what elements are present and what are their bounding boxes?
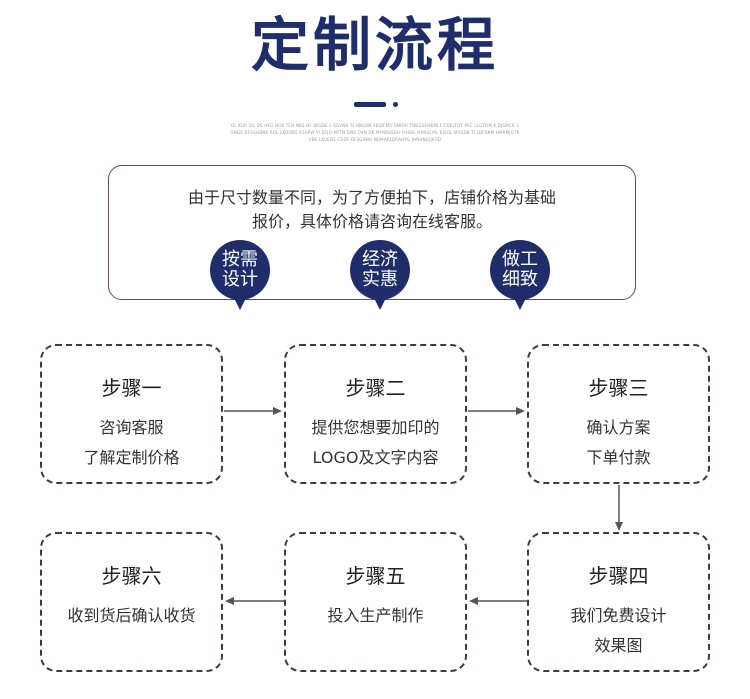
- step-desc-1: 收到货后确认收货: [67, 606, 196, 625]
- badge-fine-workmanship: 做工 细致: [490, 240, 550, 314]
- arrowhead-icon: [615, 522, 623, 531]
- step-desc-1: 投入生产制作: [327, 606, 424, 625]
- step-4-card: 步骤四 我们免费设计 效果图: [527, 532, 710, 672]
- step-desc-2: 了解定制价格: [83, 448, 180, 467]
- step-2-card: 步骤二 提供您想要加印的 LOGO及文字内容: [284, 344, 467, 484]
- badge-text-1: 按需: [222, 249, 258, 270]
- step-title: 步骤六: [101, 564, 162, 588]
- step-title: 步骤二: [345, 376, 406, 400]
- badge-text-2: 设计: [222, 269, 258, 290]
- arrowhead-icon: [469, 597, 478, 605]
- step-5-card: 步骤五 投入生产制作: [284, 532, 467, 672]
- step-desc-2: LOGO及文字内容: [312, 448, 439, 467]
- badge-design-on-demand: 按需 设计: [210, 240, 270, 314]
- step-6-card: 步骤六 收到货后确认收货: [40, 532, 223, 672]
- badge-circle: [490, 240, 550, 300]
- step-3-card: 步骤三 确认方案 下单付款: [527, 344, 710, 484]
- notice-line-2: 报价，具体价格请咨询在线客服。: [251, 212, 492, 231]
- step-desc-1: 确认方案: [586, 418, 651, 437]
- arrowhead-icon: [516, 407, 525, 415]
- page-subtitle: OL KOR SIL DS HKG HOK TCH NKS DF BKSDE L…: [230, 123, 520, 142]
- step-desc-2: 下单付款: [586, 448, 651, 467]
- step-title: 步骤五: [345, 564, 406, 588]
- badge-text-2: 细致: [502, 269, 538, 290]
- badge-economical: 经济 实惠: [350, 240, 410, 314]
- badge-circle: [350, 240, 410, 300]
- step-title: 步骤四: [588, 564, 649, 588]
- badge-text-2: 实惠: [362, 269, 398, 290]
- badge-text-1: 经济: [362, 249, 398, 270]
- page-title: 定制流程: [250, 11, 499, 79]
- arrowhead-icon: [225, 597, 234, 605]
- step-desc-1: 提供您想要加印的: [311, 418, 440, 437]
- step-desc-2: 效果图: [594, 636, 643, 655]
- badge-text-1: 做工: [502, 249, 538, 270]
- step-desc-1: 我们免费设计: [570, 606, 667, 625]
- step-title: 步骤三: [588, 376, 649, 400]
- step-desc-1: 咨询客服: [99, 418, 164, 437]
- notice-line-1: 由于尺寸数量不同，为了方便拍下，店铺价格为基础: [187, 188, 556, 207]
- title-underline: [354, 102, 386, 107]
- step-1-card: 步骤一 咨询客服 了解定制价格: [40, 344, 223, 484]
- arrowhead-icon: [273, 407, 282, 415]
- title-dot: [393, 102, 398, 107]
- step-title: 步骤一: [101, 376, 162, 400]
- badge-circle: [210, 240, 270, 300]
